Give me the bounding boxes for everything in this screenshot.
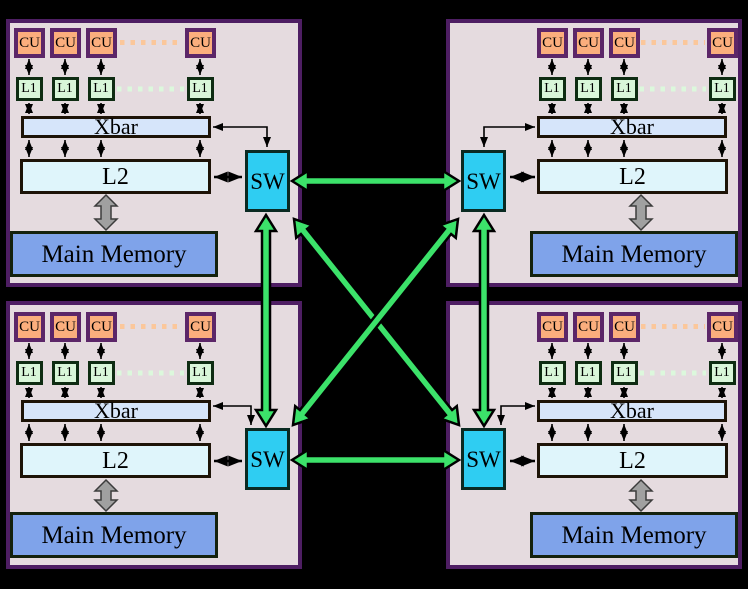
switch-link-diagonal-tl-br	[292, 217, 461, 427]
switch-link-bottom	[289, 447, 462, 473]
l1-cache-box: L1	[186, 77, 214, 101]
switch-link-diagonal-tr-bl	[291, 217, 460, 427]
main-memory-box: Main Memory	[530, 512, 738, 558]
cu-box: CU	[14, 28, 45, 58]
main-memory-box: Main Memory	[10, 512, 218, 558]
switch-link-top	[289, 168, 462, 194]
cu-box: CU	[707, 28, 738, 58]
l1-cache-box: L1	[538, 361, 566, 385]
cu-box: CU	[537, 28, 568, 58]
l1-cache-box: L1	[51, 77, 79, 101]
l2-cache-box: L2	[537, 159, 728, 194]
cu-box: CU	[573, 312, 604, 342]
cu-box: CU	[573, 28, 604, 58]
cu-box: CU	[707, 312, 738, 342]
l2-cache-box: L2	[537, 443, 728, 478]
l1-cache-box: L1	[574, 361, 602, 385]
cu-box: CU	[185, 28, 216, 58]
l1-cache-box: L1	[574, 77, 602, 101]
l1-cache-box: L1	[538, 77, 566, 101]
l1-cache-box: L1	[708, 77, 736, 101]
l1-cache-box: L1	[15, 77, 43, 101]
cu-box: CU	[609, 28, 640, 58]
cu-box: CU	[86, 28, 117, 58]
l1-cache-box: L1	[87, 361, 115, 385]
xbar-box: Xbar	[21, 400, 211, 422]
l1-cache-box: L1	[708, 361, 736, 385]
cu-box: CU	[185, 312, 216, 342]
l1-cache-box: L1	[186, 361, 214, 385]
l2-cache-box: L2	[20, 443, 211, 478]
switch-box: SW	[461, 150, 506, 212]
switch-box: SW	[461, 428, 506, 490]
cu-box: CU	[609, 312, 640, 342]
l1-cache-box: L1	[87, 77, 115, 101]
xbar-box: Xbar	[537, 116, 727, 138]
l1-cache-box: L1	[610, 361, 638, 385]
l2-cache-box: L2	[20, 159, 211, 194]
main-memory-box: Main Memory	[530, 231, 738, 277]
switch-box: SW	[245, 428, 290, 490]
cu-box: CU	[86, 312, 117, 342]
xbar-box: Xbar	[537, 400, 727, 422]
cu-box: CU	[50, 28, 81, 58]
cu-box: CU	[50, 312, 81, 342]
switch-box: SW	[245, 150, 290, 212]
cu-box: CU	[14, 312, 45, 342]
l1-cache-box: L1	[51, 361, 79, 385]
xbar-box: Xbar	[21, 116, 211, 138]
main-memory-box: Main Memory	[10, 231, 218, 277]
cu-box: CU	[537, 312, 568, 342]
l1-cache-box: L1	[15, 361, 43, 385]
l1-cache-box: L1	[610, 77, 638, 101]
